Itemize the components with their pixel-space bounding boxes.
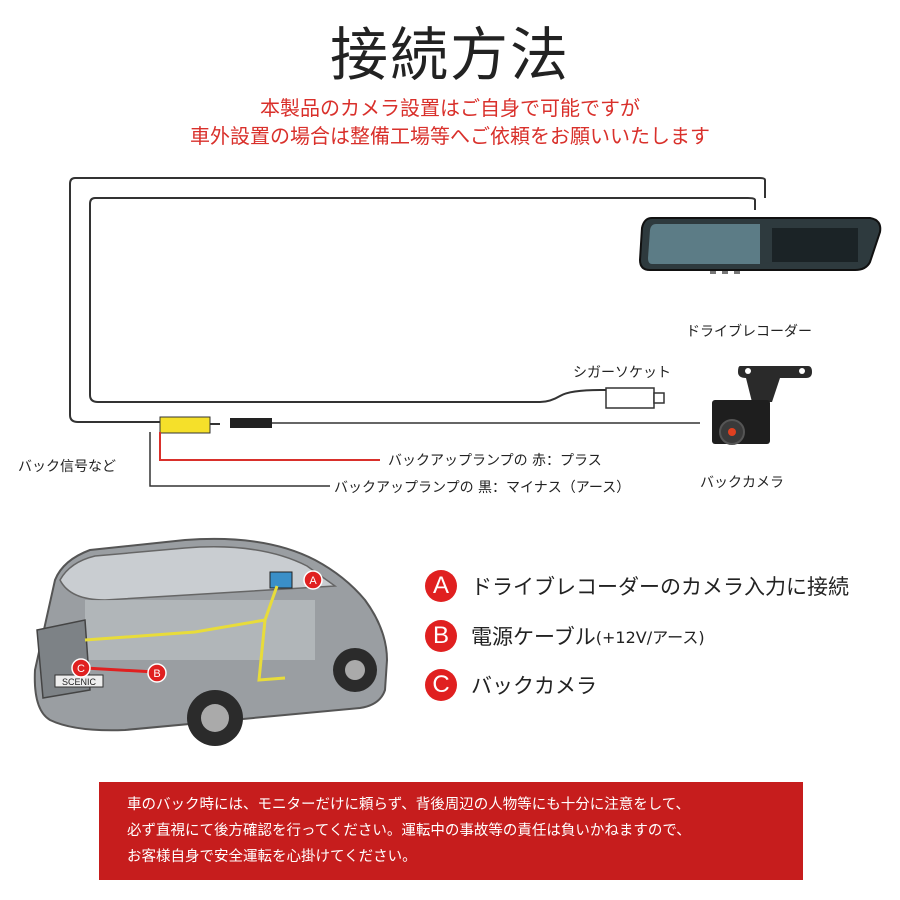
svg-text:C: C <box>77 663 85 675</box>
mirror-recorder <box>638 217 882 274</box>
red-wire <box>159 432 380 461</box>
legend-text-c: バックカメラ <box>471 674 597 698</box>
legend-badge-a: A <box>425 570 457 602</box>
svg-text:A: A <box>309 575 317 587</box>
badge-a <box>303 570 323 590</box>
car-illustration: SCENIC A C B <box>33 537 389 746</box>
warning-line-1: 車のバック時には、モニターだけに頼らず、背後周辺の人物等にも十分に注意をして、 <box>127 797 691 813</box>
legend-item-a: A ドライブレコーダーのカメラ入力に接続 <box>425 566 849 606</box>
legend-item-c: C バックカメラ <box>425 665 597 705</box>
legend-item-b: B 電源ケーブル(+12V/アース) <box>425 616 705 656</box>
warning-line-2: 必ず直視にて後方確認を行ってください。運転中の事故等の責任は負いかねますので、 <box>127 823 691 839</box>
legend-text-a: ドライブレコーダーのカメラ入力に接続 <box>471 575 849 599</box>
page-title: 接続方法 <box>329 21 570 89</box>
red-wire-label: バックアップランプの 赤：プラス <box>388 453 602 469</box>
black-wire-label: バックアップランプの 黒：マイナス（アース） <box>334 480 631 496</box>
wiring-diagram <box>69 177 882 487</box>
outer-cable <box>69 177 766 423</box>
yellow-harness <box>84 585 286 682</box>
black-wire <box>149 432 330 487</box>
back-camera <box>712 366 812 445</box>
legend-badge-c: C <box>425 669 457 701</box>
svg-text:B: B <box>153 668 160 680</box>
recorder-label: ドライブレコーダー <box>686 324 812 340</box>
cigar-socket-plug <box>605 387 655 409</box>
plate-text: SCENIC <box>62 677 97 687</box>
back-signal-label: バック信号など <box>18 459 116 475</box>
legend-text-b: 電源ケーブル <box>471 625 596 649</box>
interior-monitor <box>269 571 293 589</box>
badge-c <box>71 658 91 678</box>
legend-badge-b: B <box>425 620 457 652</box>
black-connector <box>230 418 272 428</box>
legend-text-b-small: (+12V/アース) <box>595 628 705 647</box>
yellow-connector <box>159 416 211 434</box>
warning-box: 車のバック時には、モニターだけに頼らず、背後周辺の人物等にも十分に注意をして、 … <box>99 782 803 880</box>
socket-label: シガーソケット <box>573 365 671 381</box>
camera-label: バックカメラ <box>700 475 784 491</box>
subtitle-line-2: 車外設置の場合は整備工場等へご依頼をお願いいたします <box>190 124 710 148</box>
warning-line-3: お客様自身で安全運転を心掛けてください。 <box>127 849 417 865</box>
subtitle-line-1: 本製品のカメラ設置はご自身で可能ですが <box>260 96 640 120</box>
inner-cable <box>89 197 756 403</box>
badge-b <box>147 663 167 683</box>
